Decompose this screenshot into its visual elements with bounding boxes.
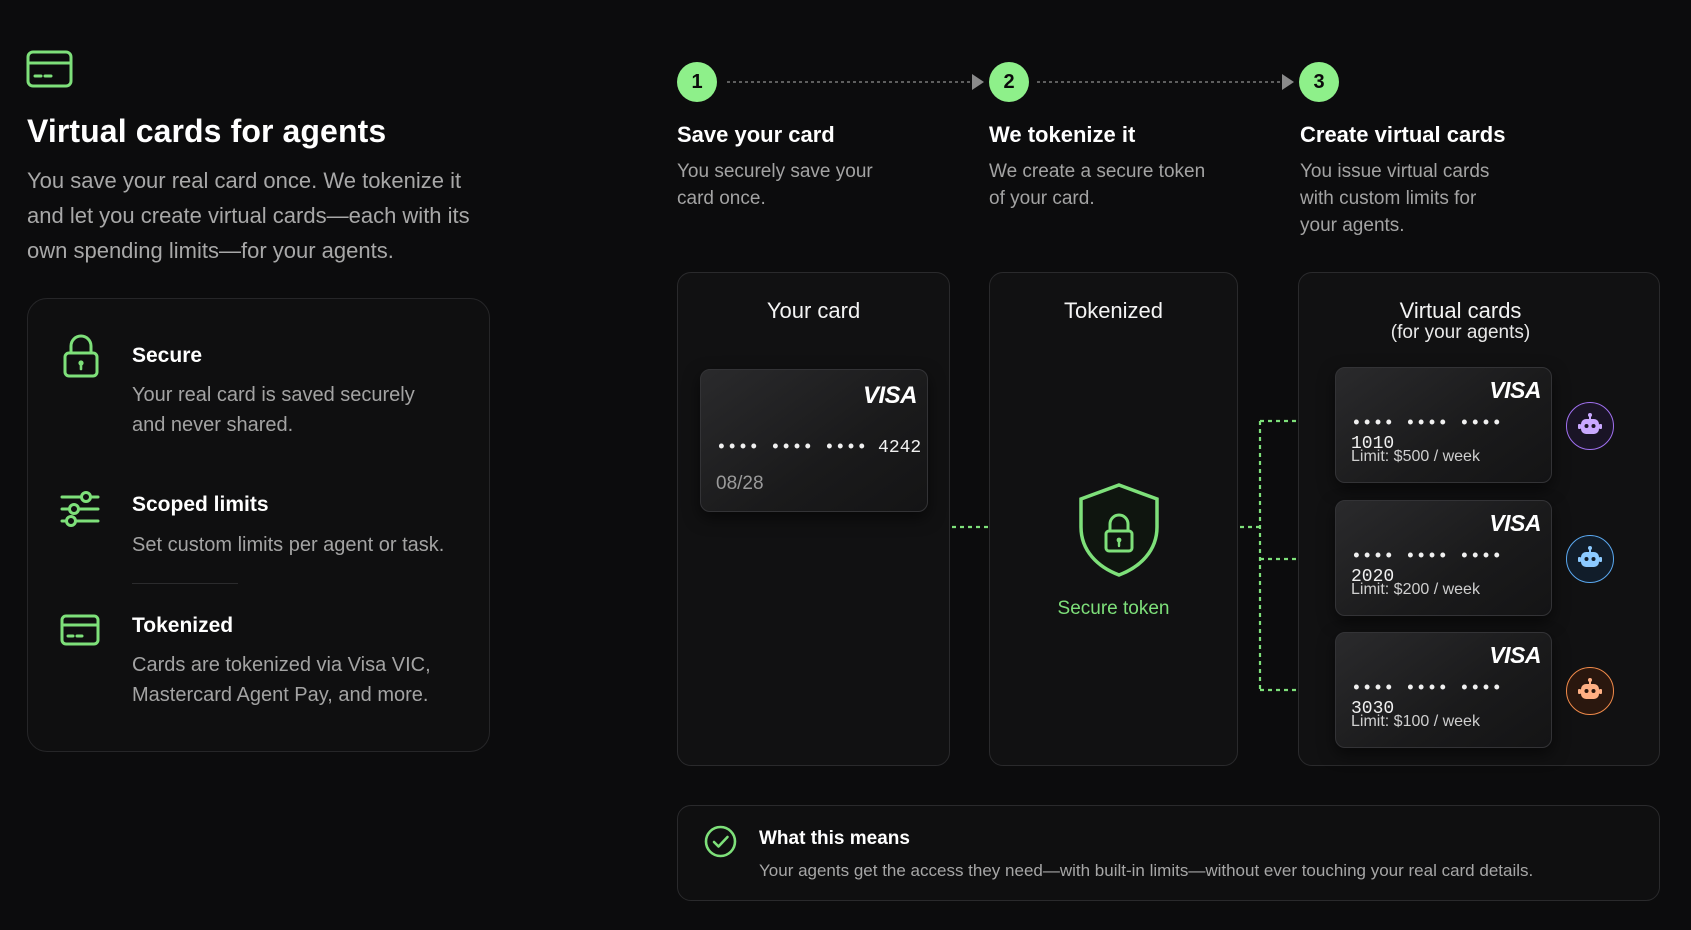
visa-logo: VISA <box>862 382 918 409</box>
divider <box>132 583 238 584</box>
visa-logo: VISA <box>1489 377 1541 403</box>
step-desc-3-line2: with custom limits for <box>1300 188 1477 209</box>
visa-logo: VISA <box>1489 642 1541 668</box>
card-expiry: 08/28 <box>716 473 764 494</box>
feature-desc-scoped-limits: Set custom limits per agent or task. <box>132 534 445 556</box>
page-subtitle: You save your real card once. We tokeniz… <box>27 168 470 263</box>
feature-title-scoped-limits: Scoped limits <box>132 493 269 516</box>
step-title-1: Save your card <box>677 122 835 147</box>
feature-desc-secure-2: and never shared. <box>132 414 294 436</box>
feature-title-secure: Secure <box>132 344 203 367</box>
card-number: •••• •••• •••• 1010 <box>1351 414 1503 454</box>
page-title: Virtual cards for agents <box>27 113 387 149</box>
summary-desc: Your agents get the access they need—wit… <box>759 861 1534 880</box>
step-number-2: 2 <box>989 62 1029 102</box>
card-number: •••• •••• •••• 2020 <box>1351 547 1503 587</box>
credit-card-icon <box>26 50 73 88</box>
step-desc-1-line1: You securely save your <box>677 161 873 182</box>
step-desc-2-line1: We create a secure token <box>989 161 1206 182</box>
panel-title-virtual-cards: Virtual cards <box>1399 298 1522 323</box>
card-limit: Limit: $200 / week <box>1351 581 1480 598</box>
step-desc-2-line2: of your card. <box>989 188 1095 209</box>
panel-title-your-card: Your card <box>766 298 861 323</box>
card-limit: Limit: $500 / week <box>1351 448 1480 465</box>
virtual-card-3[interactable]: VISA •••• •••• •••• 3030 Limit: $100 / w… <box>1335 632 1552 748</box>
shield-lock-icon <box>1079 483 1159 577</box>
feature-desc-tokenized-2: Mastercard Agent Pay, and more. <box>132 684 429 706</box>
card-number: •••• •••• •••• 3030 <box>1351 679 1503 719</box>
secure-token-label: Secure token <box>1057 598 1170 619</box>
step-desc-3-line3: your agents. <box>1300 215 1405 236</box>
step-title-3: Create virtual cards <box>1300 122 1506 147</box>
agent-avatar-2 <box>1566 535 1614 583</box>
check-circle-icon <box>704 825 737 858</box>
card-number: •••• •••• •••• 4242 <box>716 438 922 458</box>
summary-title: What this means <box>759 828 910 849</box>
panel-your-card <box>677 272 950 766</box>
sliders-icon <box>60 491 100 527</box>
agent-avatar-1 <box>1566 402 1614 450</box>
panel-title-tokenized: Tokenized <box>1063 298 1164 323</box>
step-title-2: We tokenize it <box>989 122 1136 147</box>
step-desc-3-line1: You issue virtual cards <box>1300 161 1490 182</box>
feature-desc-tokenized-1: Cards are tokenized via Visa VIC, <box>132 654 431 676</box>
feature-title-tokenized: Tokenized <box>132 614 234 637</box>
card-limit: Limit: $100 / week <box>1351 713 1480 730</box>
step-number-3: 3 <box>1299 62 1339 102</box>
panel-subtitle-virtual-cards: (for your agents) <box>1390 322 1531 343</box>
robot-icon <box>1578 546 1602 567</box>
lock-icon <box>63 334 99 378</box>
visa-logo: VISA <box>1489 510 1541 536</box>
virtual-card-2[interactable]: VISA •••• •••• •••• 2020 Limit: $200 / w… <box>1335 500 1552 616</box>
credit-card-icon <box>60 614 100 646</box>
step-number-1: 1 <box>677 62 717 102</box>
features-card <box>27 298 490 752</box>
robot-icon <box>1578 413 1602 434</box>
robot-icon <box>1578 678 1602 699</box>
summary-box <box>677 805 1660 901</box>
step-desc-1-line2: card once. <box>677 188 766 209</box>
feature-desc-secure-1: Your real card is saved securely <box>132 384 415 406</box>
virtual-card-1[interactable]: VISA •••• •••• •••• 1010 Limit: $500 / w… <box>1335 367 1552 483</box>
real-card[interactable]: VISA •••• •••• •••• 4242 08/28 <box>700 369 928 512</box>
agent-avatar-3 <box>1566 667 1614 715</box>
